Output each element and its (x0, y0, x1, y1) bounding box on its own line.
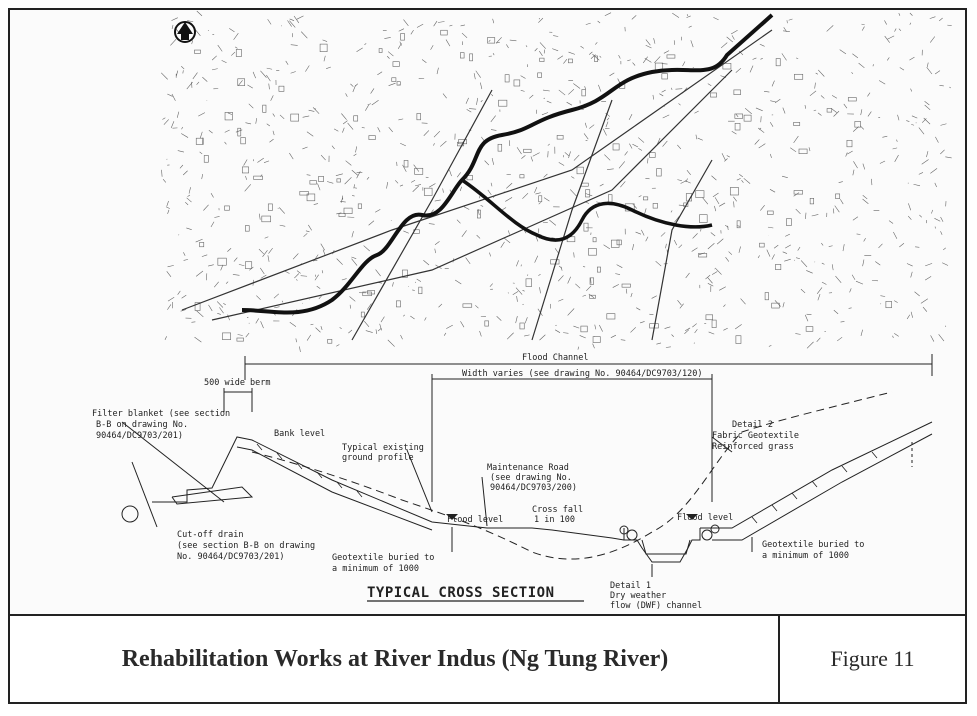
river-indus-line (241, 13, 774, 315)
maintenance-road-label-1: Maintenance Road (487, 463, 569, 473)
cutoff-drain-label-2: (see section B-B on drawing (177, 541, 315, 551)
flood-level-marker (686, 514, 698, 520)
detail2-label-1: Detail 2 (732, 420, 773, 430)
berm-label: 500 wide berm (204, 378, 271, 388)
detail1-label-3: flow (DWF) channel (610, 601, 702, 611)
typical-ground-label-1: Typical existing (342, 443, 424, 453)
map-texture (161, 10, 952, 352)
geotextile-right-label-1: Geotextile buried to (762, 540, 864, 550)
typical-ground-label-2: ground profile (342, 453, 414, 463)
cross-fall-label-2: 1 in 100 (534, 515, 575, 525)
maintenance-road-label-2: (see drawing No. (490, 473, 572, 483)
figure-frame (8, 8, 967, 704)
filter-blanket-label-2: B-B on drawing No. (96, 420, 188, 430)
detail1-label-2: Dry weather (610, 591, 666, 601)
river-map (161, 10, 952, 352)
width-varies-label: Width varies (see drawing No. 90464/DC97… (462, 369, 703, 379)
cutoff-drain-label-1: Cut-off drain (177, 530, 244, 540)
flood-level-left-label: Flood level (447, 515, 503, 525)
river-tributary-line (461, 178, 713, 242)
geotextile-left-label-2: a minimum of 1000 (332, 564, 419, 574)
detail1-label-1: Detail 1 (610, 581, 651, 591)
filter-blanket-label-3: 90464/DC9703/201) (96, 431, 183, 441)
north-arrow-icon (174, 21, 196, 43)
flood-level-marker (446, 514, 458, 520)
cross-fall-label-1: Cross fall (532, 505, 583, 515)
map-roads (181, 29, 773, 341)
section-title: TYPICAL CROSS SECTION (367, 585, 555, 601)
caption-bar: Rehabilitation Works at River Indus (Ng … (8, 614, 967, 704)
flood-channel-label: Flood Channel (522, 353, 589, 363)
flood-level-right-label: Flood level (677, 513, 733, 523)
caption-divider (778, 616, 780, 702)
maintenance-road-label-3: 90464/DC9703/200) (490, 483, 577, 493)
detail2-label-3: Reinforced grass (712, 442, 794, 452)
geotextile-right-label-2: a minimum of 1000 (762, 551, 849, 561)
geotextile-left-label-1: Geotextile buried to (332, 553, 434, 563)
figure-number: Figure 11 (830, 646, 915, 671)
typical-cross-section: Flood Channel Width varies (see drawing … (92, 353, 933, 611)
cutoff-drain-label-3: No. 90464/DC9703/201) (177, 552, 284, 562)
detail2-label-2: Fabric Geotextile (712, 431, 799, 441)
filter-blanket-label-1: Filter blanket (see section (92, 409, 230, 419)
figure-title: Rehabilitation Works at River Indus (Ng … (121, 645, 669, 672)
bank-level-label: Bank level (274, 429, 325, 439)
